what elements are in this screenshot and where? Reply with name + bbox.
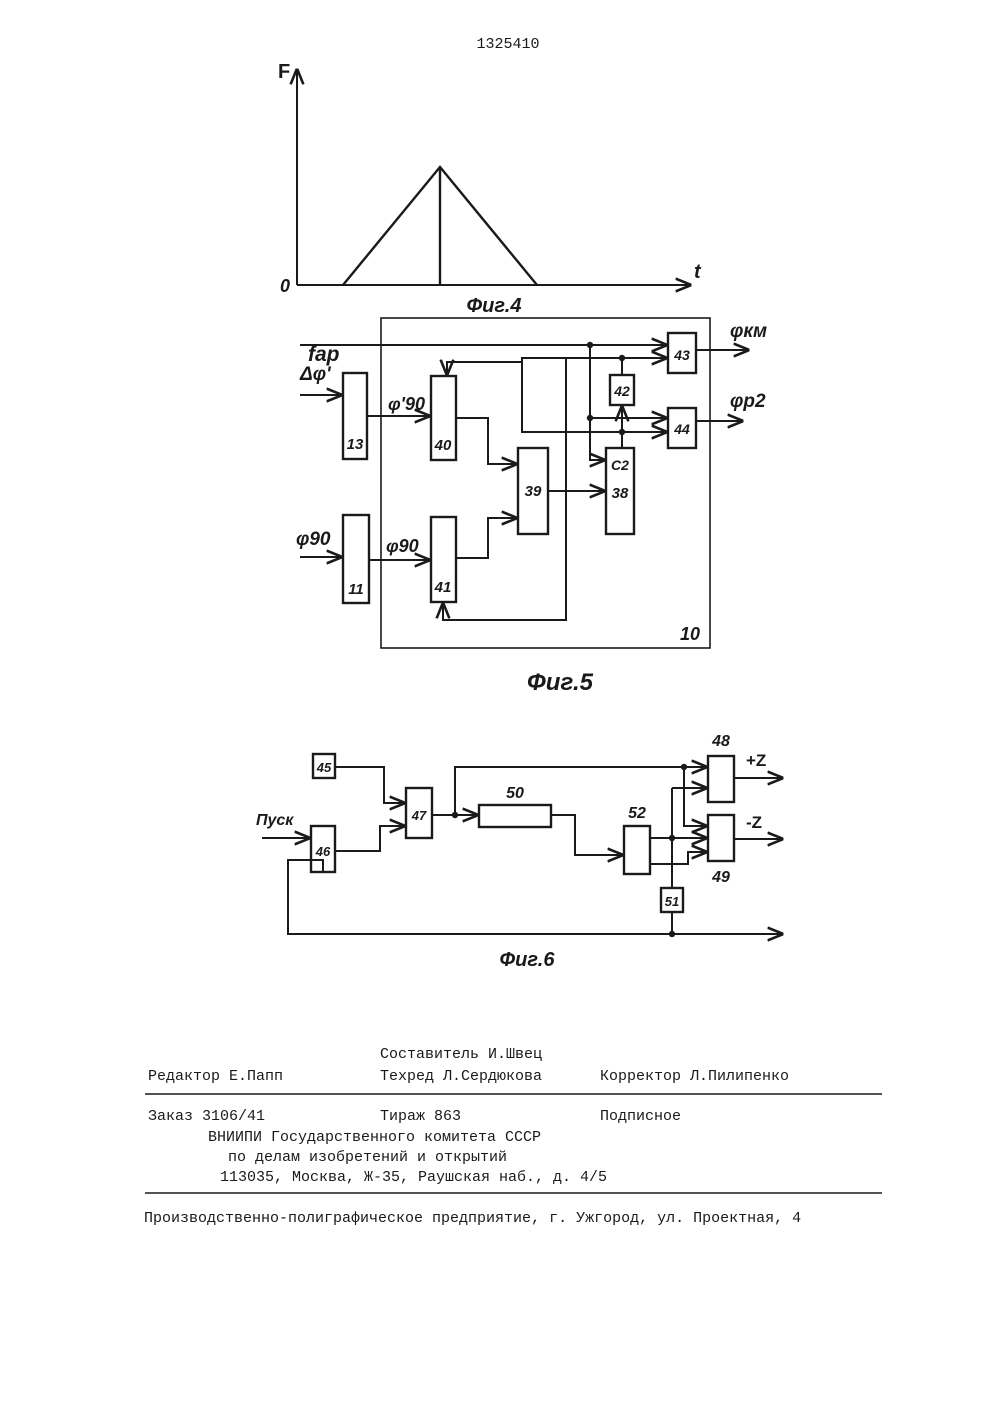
imprint-footer: Производственно-полиграфическое предприя… <box>144 1210 801 1227</box>
imprint-circulation: Тираж 863 <box>380 1108 461 1125</box>
fig5-block-39-label: 39 <box>525 483 542 500</box>
fig5-frame-label: 10 <box>680 624 700 644</box>
fig4-plot-area <box>343 167 537 285</box>
imprint-subscription: Подписное <box>600 1108 681 1125</box>
fig6-output-plus-z: +Z <box>746 751 766 770</box>
fig6-wire-45-47 <box>335 767 404 803</box>
fig6-junction-1 <box>452 812 458 818</box>
imprint-block: Составитель И.Швец Редактор Е.Папп Техре… <box>144 1046 882 1227</box>
fig5-block-42-label: 42 <box>613 383 630 399</box>
fig6-block-47-label: 47 <box>411 808 427 823</box>
fig6-output-minus-z: -Z <box>746 813 762 832</box>
fig6-wire-52-49b <box>650 852 706 864</box>
fig5-input-delta-phi: Δφ' <box>299 364 332 385</box>
fig4-chart: F t 0 Фиг.4 <box>278 61 702 317</box>
fig6-junction-2 <box>681 764 687 770</box>
fig5-signal-phi90: φ90 <box>386 536 419 556</box>
fig5-caption: Фиг.5 <box>527 669 594 696</box>
fig5-input-f-ar: fар <box>308 343 340 366</box>
fig6-block-51-label: 51 <box>665 894 679 909</box>
fig6-wire-50-52 <box>551 815 622 855</box>
fig6-block-48 <box>708 756 734 802</box>
fig5-block-13-label: 13 <box>347 436 364 453</box>
fig5-wire-40-39 <box>456 418 516 464</box>
imprint-order: Заказ 3106/41 <box>148 1108 265 1125</box>
fig5-wire-42-43 <box>622 358 666 375</box>
fig5-block-41-label: 41 <box>434 579 452 596</box>
imprint-org-2: по делам изобретений и открытий <box>228 1149 507 1166</box>
fig6-wire-bottom <box>288 860 782 934</box>
fig6-block-52 <box>624 826 650 874</box>
fig5-signal-phi90-prime: φ'90 <box>388 394 425 414</box>
fig4-y-label: F <box>278 61 290 83</box>
fig5-wire-loop <box>522 358 622 432</box>
fig5-junction-2 <box>619 355 625 361</box>
fig5-wire-41-39 <box>456 518 516 558</box>
fig6-block-45-label: 45 <box>316 760 332 775</box>
fig6-block-52-label: 52 <box>628 805 646 822</box>
fig5-block-38-label: 38 <box>612 485 629 502</box>
imprint-editor: Редактор Е.Папп <box>148 1068 283 1085</box>
fig6-junction-3 <box>669 835 675 841</box>
fig5-junction-3 <box>587 415 593 421</box>
fig5-wire-to-40 <box>447 362 522 374</box>
fig6-input-label: Пуск <box>256 812 294 829</box>
fig6-block-48-label: 48 <box>711 733 730 750</box>
fig6-wire-46-47 <box>335 826 404 851</box>
imprint-corrector: Корректор Л.Пилипенко <box>600 1068 789 1085</box>
imprint-address: 113035, Москва, Ж-35, Раушская наб., д. … <box>220 1169 607 1186</box>
fig5-output-phi-r2: φр2 <box>730 391 766 412</box>
fig6-block-50-label: 50 <box>506 785 524 802</box>
fig4-caption: Фиг.4 <box>467 295 522 317</box>
imprint-techred: Техред Л.Сердюкова <box>380 1068 542 1085</box>
fig5-block-43-label: 43 <box>673 347 690 363</box>
fig6-caption: Фиг.6 <box>500 949 556 971</box>
fig6-block-49 <box>708 815 734 861</box>
fig6-block-50 <box>479 805 551 827</box>
fig5-block-40-label: 40 <box>434 437 452 454</box>
imprint-composer: Составитель И.Швец <box>380 1046 542 1063</box>
fig5-block-44-label: 44 <box>673 421 690 437</box>
fig5-diagram: 10 13 11 40 41 39 С2 38 42 43 44 fар Δφ'… <box>296 318 767 696</box>
fig5-junction-4 <box>619 429 625 435</box>
fig5-input-phi90: φ90 <box>296 529 331 550</box>
fig4-origin-label: 0 <box>280 276 290 296</box>
fig5-block-11-label: 11 <box>348 581 364 598</box>
fig5-block-38-top-label: С2 <box>611 457 629 473</box>
fig6-block-46-label: 46 <box>315 844 331 859</box>
fig6-block-49-label: 49 <box>711 869 730 886</box>
fig5-output-phi-km: φкм <box>730 321 767 342</box>
fig6-junction-4 <box>669 931 675 937</box>
fig4-x-label: t <box>694 261 702 283</box>
fig6-diagram: 45 46 47 50 52 51 48 49 Пуск +Z -Z <box>256 733 782 971</box>
fig5-wire-far-38 <box>590 345 604 460</box>
imprint-org-1: ВНИИПИ Государственного комитета СССР <box>208 1129 541 1146</box>
patent-number: 1325410 <box>476 36 539 53</box>
fig6-wire-48-49 <box>684 767 706 826</box>
fig5-junction-1 <box>587 342 593 348</box>
